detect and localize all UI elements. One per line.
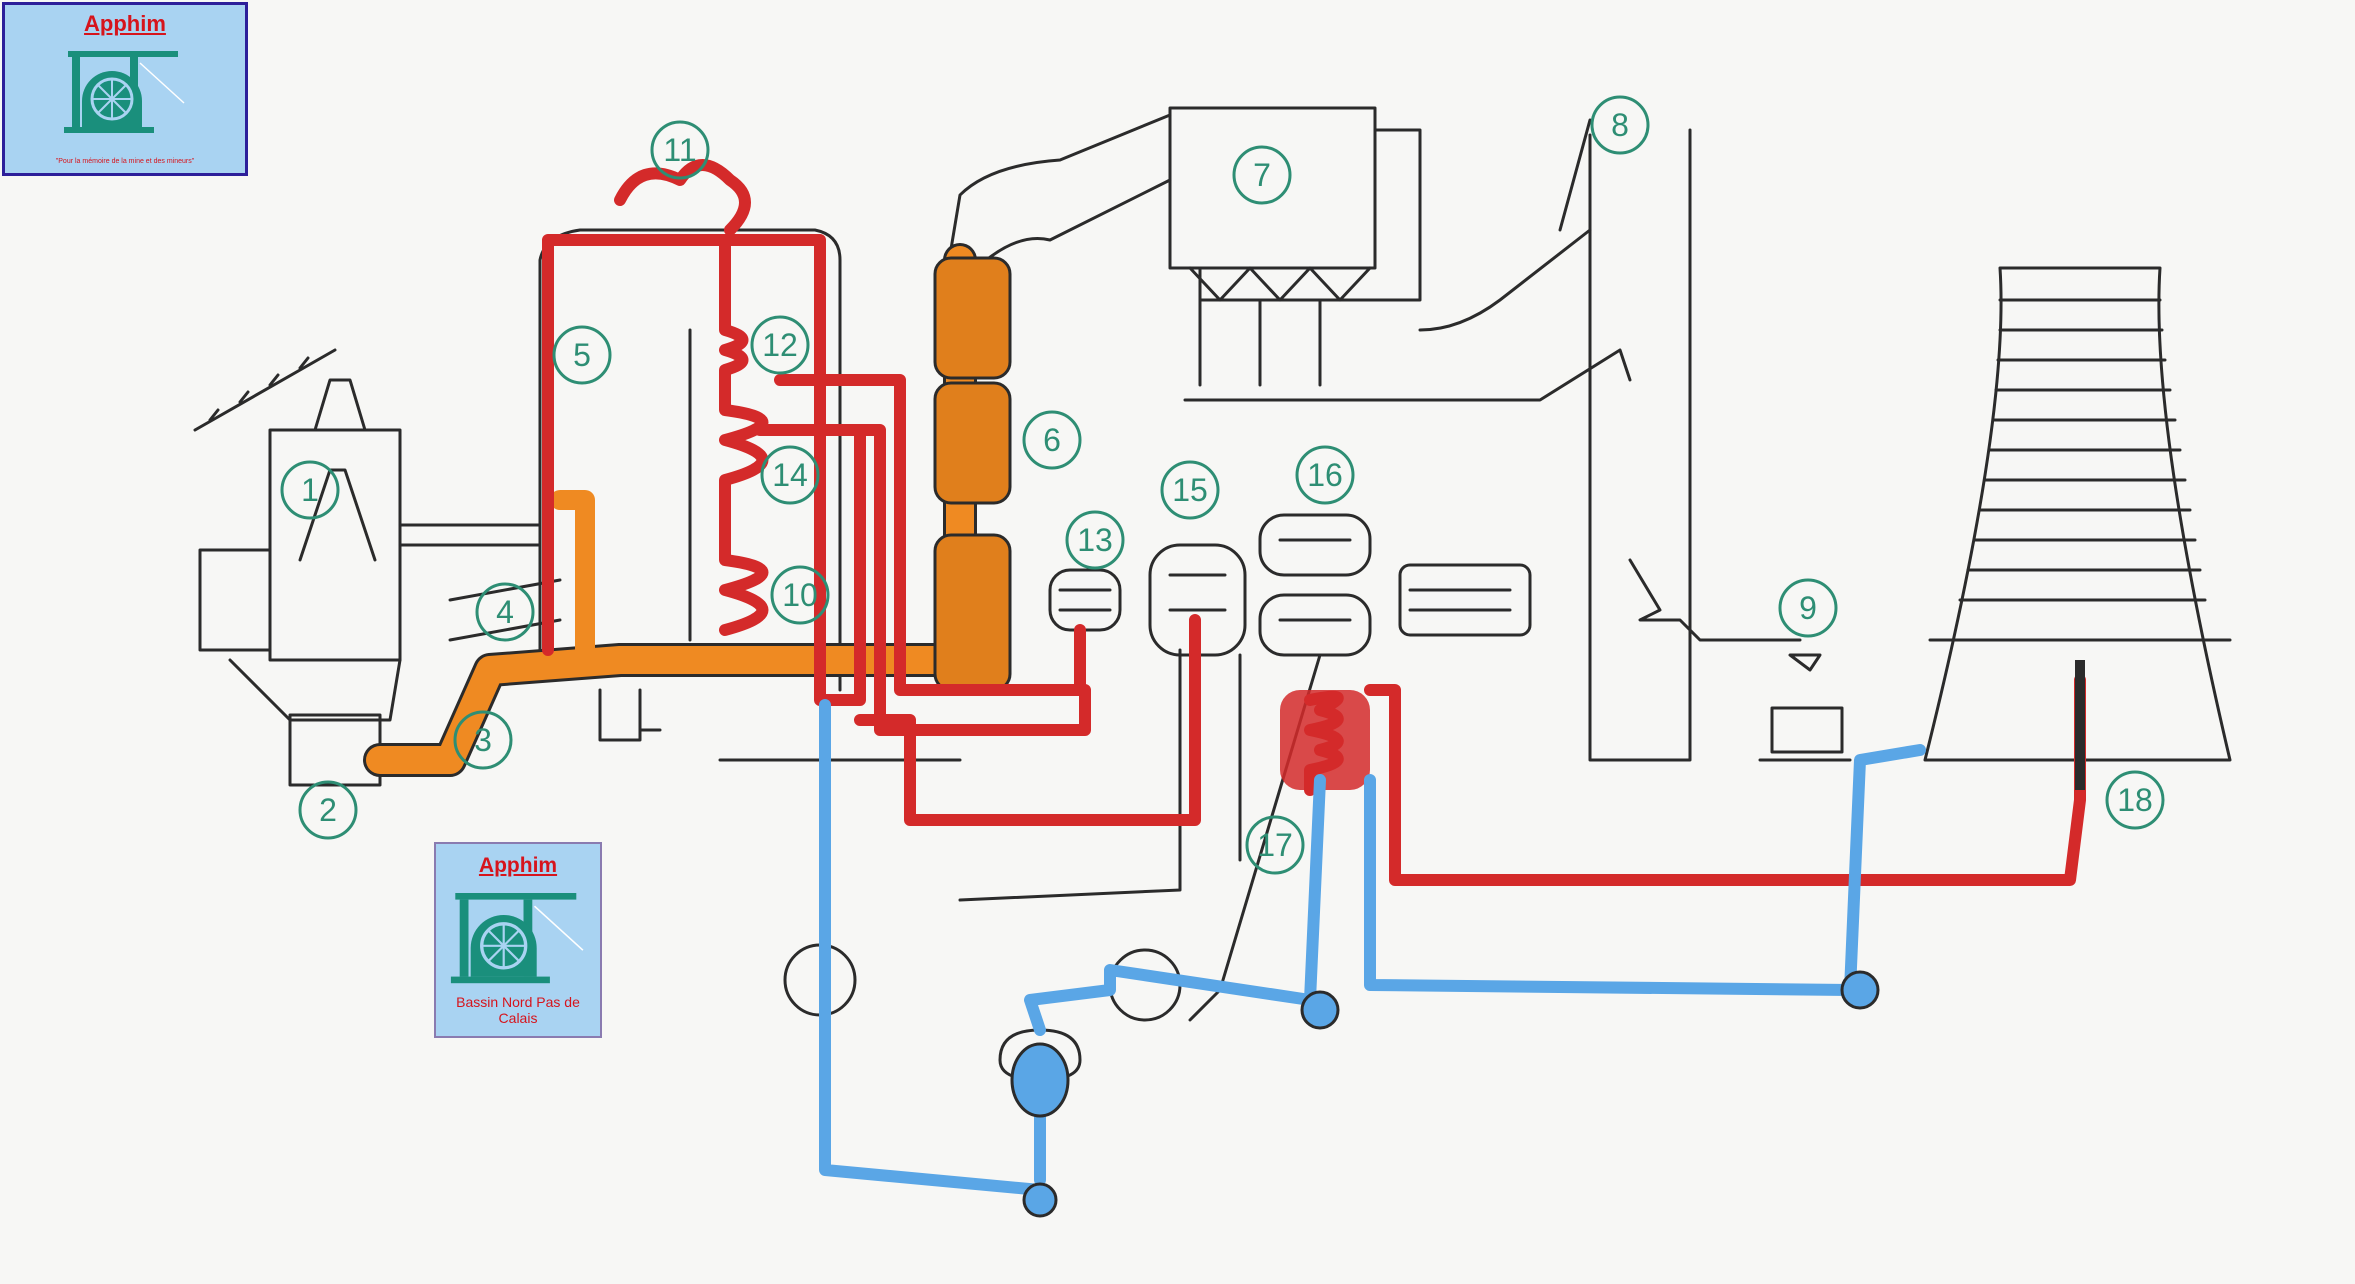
callout-number: 8	[1611, 107, 1629, 143]
callout-11: 11	[650, 120, 710, 180]
logo-region-text: Bassin Nord Pas de Calais	[456, 994, 580, 1026]
logo-brand-text: Apphim	[478, 854, 558, 877]
chimney	[1558, 118, 1802, 762]
condensate-pump	[1108, 948, 1182, 1022]
callout-number: 3	[474, 722, 492, 758]
headframe-icon	[450, 893, 584, 984]
callout-number: 1	[301, 472, 319, 508]
callout-number: 5	[573, 337, 591, 373]
burner-lines	[448, 578, 562, 642]
callout-7: 7	[1232, 145, 1292, 205]
lp-turbine	[1258, 513, 1372, 657]
callout-12: 12	[750, 315, 810, 375]
callout-number: 7	[1253, 157, 1271, 193]
callout-18: 18	[2105, 770, 2165, 830]
condenser-coil	[1280, 690, 1370, 790]
steam-lines	[542, 159, 2086, 886]
callout-number: 4	[496, 594, 514, 630]
apphim-logo-top: Apphim "Pour la mémoire de la mine et de…	[2, 2, 248, 176]
callout-number: 14	[772, 457, 808, 493]
callout-14: 14	[760, 445, 820, 505]
callout-4: 4	[475, 582, 535, 642]
callout-number: 12	[762, 327, 798, 363]
electrostatic-precipitator	[1168, 106, 1632, 402]
callout-9: 9	[1778, 578, 1838, 638]
callout-number: 11	[663, 132, 696, 168]
callout-15: 15	[1160, 460, 1220, 520]
callout-2: 2	[298, 780, 358, 840]
callout-number: 9	[1799, 590, 1817, 626]
callout-16: 16	[1295, 445, 1355, 505]
callout-1: 1	[280, 460, 340, 520]
callout-13: 13	[1065, 510, 1125, 570]
headframe-icon	[64, 51, 185, 133]
coal-bunker	[193, 348, 542, 722]
hp-turbine	[1048, 568, 1122, 632]
callout-3: 3	[453, 710, 513, 770]
callout-17: 17	[1245, 815, 1305, 875]
blue-fittings	[1010, 970, 1880, 1218]
callout-6: 6	[1022, 410, 1082, 470]
callout-5: 5	[552, 325, 612, 385]
callout-8: 8	[1590, 95, 1650, 155]
cooling-tower	[1923, 266, 2232, 762]
callout-number: 2	[319, 792, 337, 828]
callout-10: 10	[770, 565, 830, 625]
callout-number: 15	[1172, 472, 1208, 508]
water-lines	[819, 699, 1926, 1206]
apphim-logo-bottom: Apphim Bassin Nord Pas de Calais	[434, 842, 602, 1038]
callout-number: 6	[1043, 422, 1061, 458]
logo-brand-text: Apphim	[84, 11, 166, 36]
callout-number: 17	[1257, 827, 1293, 863]
generator	[1398, 563, 1532, 637]
callout-number: 16	[1307, 457, 1343, 493]
callout-number: 18	[2117, 782, 2153, 818]
logo-tagline: "Pour la mémoire de la mine et des mineu…	[55, 158, 195, 165]
flue-gas-path	[363, 243, 1012, 777]
ash-handling	[1758, 653, 1852, 762]
callout-number: 10	[782, 577, 818, 613]
callout-number: 13	[1077, 522, 1113, 558]
